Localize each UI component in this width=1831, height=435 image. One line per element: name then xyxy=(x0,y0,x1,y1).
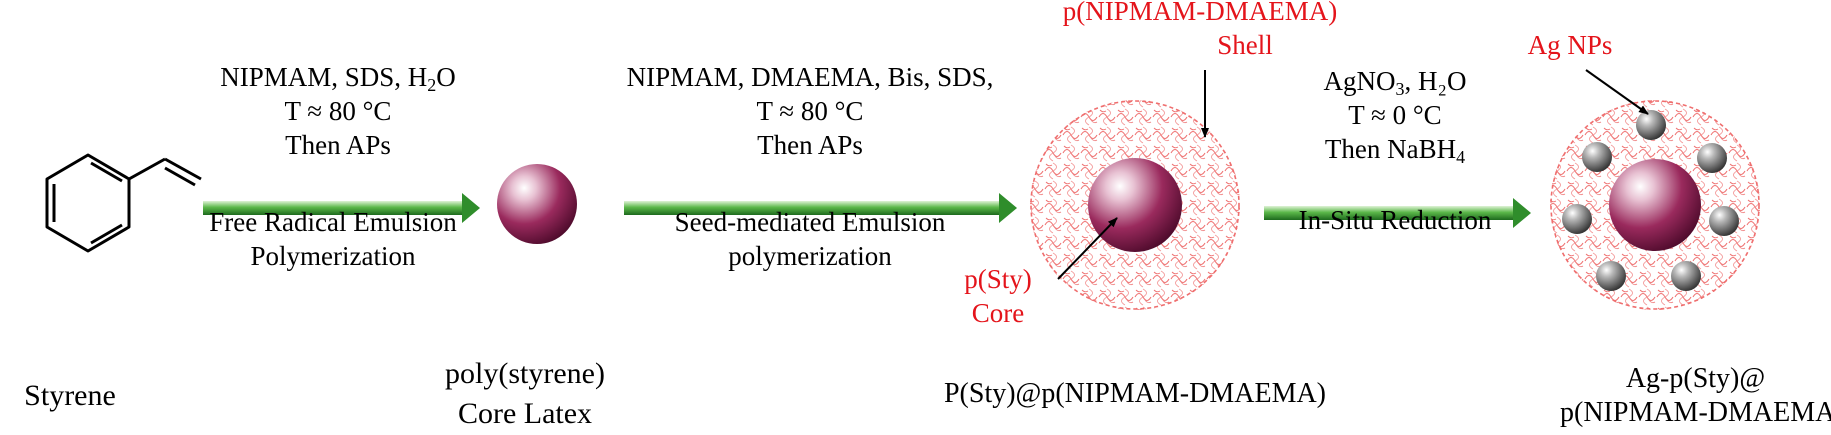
ag-np xyxy=(1636,110,1666,140)
arrow-step-2 xyxy=(624,193,1017,223)
arrow-step-1 xyxy=(203,193,480,223)
step2-description: Seed-mediated Emulsion polymerization xyxy=(674,207,946,271)
ag-annotation: Ag NPs xyxy=(1527,30,1613,60)
ag-np xyxy=(1582,142,1612,172)
styrene-label: Styrene xyxy=(24,379,116,412)
ag-np xyxy=(1671,261,1701,291)
core-shell-label: P(Sty)@p(NIPMAM-DMAEMA) xyxy=(943,378,1327,409)
step3-cond1: AgNO3, H₂O xyxy=(1323,66,1467,99)
core-latex-label: poly(styrene) Core Latex xyxy=(445,357,605,430)
ag-np xyxy=(1596,261,1626,291)
composite-label: Ag-p(Sty)@ p(NIPMAM-DMAEMA) xyxy=(1560,363,1831,428)
shell-annotation: p(NIPMAM-DMAEMA) Shell xyxy=(1062,0,1338,60)
ag-nanoparticle-composite-icon xyxy=(1550,100,1760,310)
step1-cond3: Then APs xyxy=(285,130,391,160)
core-annotation: p(Sty) Core xyxy=(964,264,1032,328)
ag-np xyxy=(1562,204,1592,234)
styrene-structure-icon xyxy=(45,153,202,253)
step3-cond3: Then NaBH4 xyxy=(1324,134,1466,167)
step2-conditions: NIPMAM, DMAEMA, Bis, SDS, T ≈ 80 °C Then… xyxy=(626,62,994,160)
step1-cond1: NIPMAM, SDS, H2O xyxy=(220,62,456,95)
step1-conditions: NIPMAM, SDS, H2O T ≈ 80 °C Then APs xyxy=(188,60,488,162)
core-latex-sphere-icon xyxy=(497,164,577,244)
arrow-step-3 xyxy=(1264,198,1531,228)
step1-description: Free Radical Emulsion Polymerization xyxy=(209,207,457,271)
step3-description: In-Situ Reduction xyxy=(1298,205,1492,235)
core-pointer xyxy=(1057,217,1118,280)
core-shell-particle-icon xyxy=(1030,100,1240,310)
step3-conditions: AgNO3, H₂O T ≈ 0 °C Then NaBH4 xyxy=(1250,64,1540,166)
step1-cond2: T ≈ 80 °C xyxy=(284,96,392,126)
ag-pointer xyxy=(1585,69,1649,115)
ag-np xyxy=(1709,206,1739,236)
ag-np xyxy=(1697,143,1727,173)
